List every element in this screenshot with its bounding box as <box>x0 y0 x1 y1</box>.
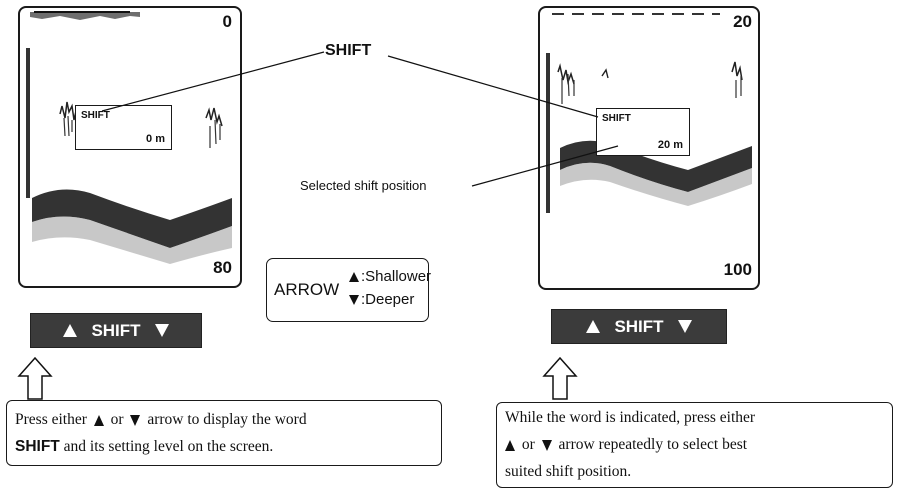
down-triangle-icon <box>130 414 141 426</box>
shift-key-label: SHIFT <box>91 320 141 340</box>
arrow-legend-down-row: :Deeper <box>349 291 414 308</box>
shift-key-left[interactable]: SHIFT <box>30 313 202 348</box>
down-triangle-icon <box>541 439 552 451</box>
echo-display-right: 20 100 SHIFT 20 m <box>538 6 760 290</box>
note-left-line2: SHIFT and its setting level on the scree… <box>15 433 433 460</box>
note-text: or <box>521 436 535 453</box>
arrow-legend-up-text: :Shallower <box>361 268 432 285</box>
top-depth-label: 20 <box>733 12 752 31</box>
shift-indicator-box: SHIFT 0 m <box>75 105 172 150</box>
note-right-line3: suited shift position. <box>505 463 632 480</box>
note-text: and its setting level on the screen. <box>63 438 274 455</box>
shift-word: SHIFT <box>81 110 110 121</box>
shift-word: SHIFT <box>602 113 631 124</box>
shift-indicator-box: SHIFT 20 m <box>596 108 690 156</box>
down-arrow-icon <box>677 320 692 333</box>
up-triangle-icon <box>93 414 104 426</box>
instruction-note-right: While the word is indicated, press eithe… <box>496 402 893 488</box>
arrow-legend: ARROW :Shallower :Deeper <box>266 258 431 322</box>
note-bold-word: SHIFT <box>15 438 60 455</box>
shift-key-label: SHIFT <box>614 316 664 336</box>
note-text: arrow to display the word <box>147 411 307 428</box>
note-text: Press either <box>15 411 87 428</box>
echo-display-left: 0 80 SHIFT 0 m <box>18 6 242 288</box>
note-right-line2: or arrow repeatedly to select best <box>505 431 884 458</box>
bottom-depth-label: 80 <box>213 258 232 277</box>
echo-image-left <box>26 11 232 264</box>
shift-value: 20 m <box>657 139 683 151</box>
pointer-arrow-icon <box>542 356 578 400</box>
note-text: arrow repeatedly to select best <box>558 436 748 453</box>
scale-bar <box>26 48 30 198</box>
shift-key-right[interactable]: SHIFT <box>551 309 727 344</box>
up-triangle-icon <box>505 439 515 451</box>
note-left-line1: Press either or arrow to display the wor… <box>15 406 433 433</box>
up-arrow-icon <box>586 320 601 333</box>
top-depth-label: 0 <box>222 12 232 31</box>
up-arrow-icon <box>63 324 78 337</box>
arrow-legend-word: ARROW <box>274 280 340 299</box>
note-text: or <box>110 411 124 428</box>
arrow-legend-up-row: :Shallower <box>349 268 431 285</box>
bottom-depth-label: 100 <box>723 260 752 279</box>
down-triangle-icon <box>349 294 359 305</box>
instruction-note-left: Press either or arrow to display the wor… <box>6 400 442 466</box>
up-triangle-icon <box>349 271 359 282</box>
arrow-legend-down-text: :Deeper <box>361 291 415 308</box>
shift-value: 0 m <box>146 133 165 145</box>
pointer-arrow-icon <box>17 356 53 400</box>
down-arrow-icon <box>154 324 169 337</box>
shift-callout-label: SHIFT <box>325 42 372 59</box>
selected-shift-position-label: Selected shift position <box>300 178 427 193</box>
scale-bar <box>546 53 550 213</box>
note-right-line1: While the word is indicated, press eithe… <box>505 409 756 426</box>
